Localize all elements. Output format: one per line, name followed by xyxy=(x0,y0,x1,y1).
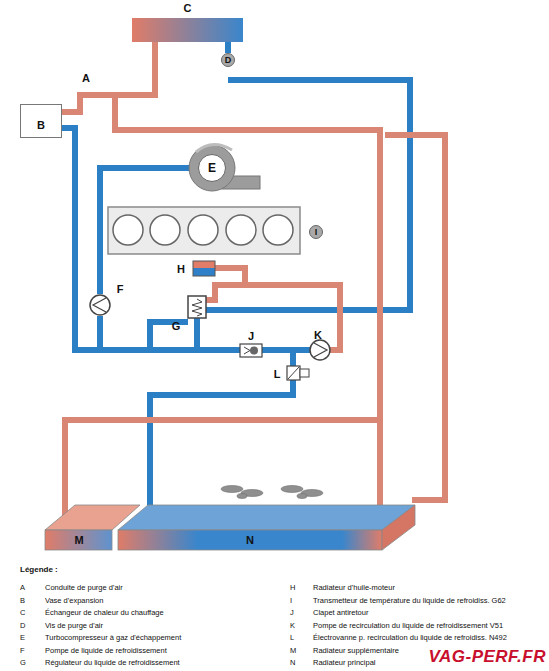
legend-letter: N xyxy=(290,659,295,667)
legend-text: Vis de purge d'air xyxy=(45,622,103,630)
callout-letter: F xyxy=(117,284,124,295)
legend-text: Régulateur du liquide de refroidissement xyxy=(45,659,180,667)
callout-letter: J xyxy=(248,331,254,342)
legend-text: Vase d'expansion xyxy=(45,597,103,605)
legend-letter: B xyxy=(20,597,25,605)
legend-letter: K xyxy=(290,622,295,630)
turbo-circle: E xyxy=(198,154,226,182)
expansion-tank-box: B xyxy=(20,104,62,138)
part-letter: I xyxy=(315,228,318,237)
callout-letter: H xyxy=(177,264,185,275)
legend-letter: J xyxy=(290,609,294,617)
legend-letter: M xyxy=(290,647,296,655)
engine-block xyxy=(108,207,300,254)
pump-symbol xyxy=(310,340,330,360)
sensor-circle: I xyxy=(309,225,323,239)
legend-text: Radiateur principal xyxy=(313,659,376,667)
legend-text: Clapet antiretour xyxy=(313,609,368,617)
pump-symbol xyxy=(90,295,110,315)
part-letter: N xyxy=(246,535,254,546)
turbo-housing xyxy=(189,144,260,191)
legend-text: Pompe de liquide de refroidissement xyxy=(45,647,167,655)
part-letter: E xyxy=(208,162,216,174)
oil-cooler xyxy=(193,261,215,276)
radiator-section: M xyxy=(50,531,108,549)
legend-text: Électrovanne p. recirculation du liquide… xyxy=(313,634,507,642)
legend-letter: D xyxy=(20,622,25,630)
solenoid-valve-symbol xyxy=(287,366,309,380)
cold-pipe xyxy=(62,80,410,512)
legend-text: Radiateur supplémentaire xyxy=(313,647,399,655)
fan-symbol xyxy=(221,486,323,499)
thermostat-symbol xyxy=(188,296,206,318)
callout-letter: L xyxy=(274,369,281,380)
legend-letter: C xyxy=(20,609,25,617)
heat-exchanger-box: C xyxy=(132,18,243,42)
part-letter: D xyxy=(225,56,232,65)
legend-text: Échangeur de chaleur du chauffage xyxy=(45,609,164,617)
part-letter: M xyxy=(74,535,83,546)
part-letter: C xyxy=(184,3,192,14)
callout-letter: A xyxy=(82,73,90,84)
radiator xyxy=(45,505,415,550)
legend-letter: H xyxy=(290,584,295,592)
part-letter: B xyxy=(37,120,45,131)
legend-letter: F xyxy=(20,647,25,655)
legend-letter: L xyxy=(290,634,294,642)
pipe-connector xyxy=(225,42,231,53)
legend-text: Turbocompresseur à gaz d'échappement xyxy=(45,634,181,642)
legend-letter: G xyxy=(20,659,26,667)
legend-text: Pompe de recirculation du liquide de ref… xyxy=(313,622,503,630)
legend-letter: I xyxy=(290,597,292,605)
hot-pipe xyxy=(62,42,445,522)
check-valve-symbol xyxy=(240,344,262,357)
radiator-section: N xyxy=(150,531,350,549)
callout-letter: K xyxy=(314,330,322,341)
callout-letter: G xyxy=(172,321,181,332)
legend-text: Transmetteur de température du liquide d… xyxy=(313,597,506,605)
legend-heading: Légende : xyxy=(20,566,58,574)
legend-text: Radiateur d'huile-moteur xyxy=(313,584,395,592)
bleed-screw-circle: D xyxy=(221,53,235,67)
legend-letter: E xyxy=(20,634,25,642)
legend-text: Conduite de purge d'air xyxy=(45,584,123,592)
watermark: VAG-PERF.FR xyxy=(428,648,546,665)
legend-letter: A xyxy=(20,584,25,592)
